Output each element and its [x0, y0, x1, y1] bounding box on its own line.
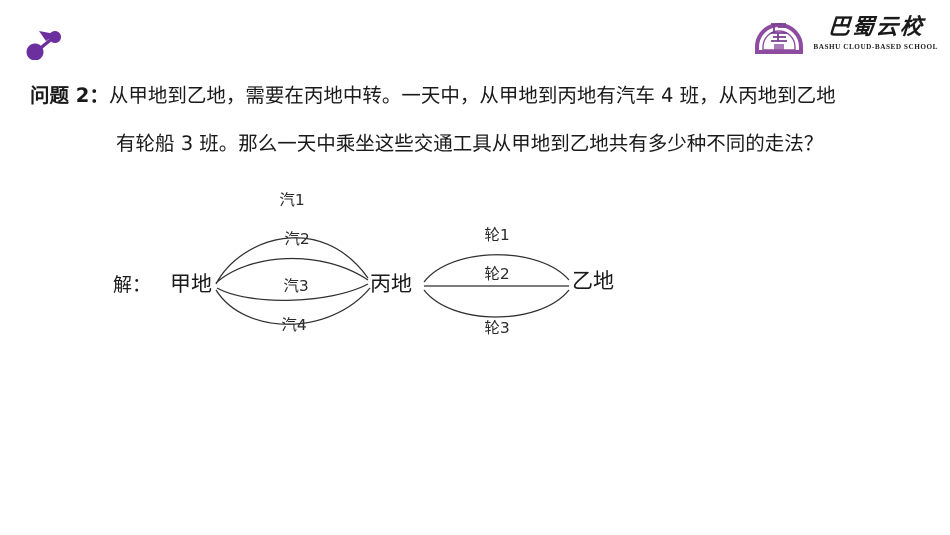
question-line-1: 问题 2：从甲地到乙地，需要在丙地中转。一天中，从甲地到丙地有汽车 4 班，从丙…: [30, 72, 930, 120]
edge-label-lun-1: 轮1: [484, 226, 509, 244]
question-block: 问题 2：从甲地到乙地，需要在丙地中转。一天中，从甲地到丙地有汽车 4 班，从丙…: [30, 72, 930, 168]
question-line-2: 有轮船 3 班。那么一天中乘坐这些交通工具从甲地到乙地共有多少种不同的走法？: [116, 132, 824, 155]
question-label: 问题 2：: [30, 84, 109, 107]
edge-label-qi-3: 汽3: [283, 277, 308, 295]
two-dot-connector-mark: [22, 18, 82, 61]
logo-chinese-name: 巴蜀云校: [826, 15, 925, 40]
edge-label-qi-1: 汽1: [279, 191, 304, 209]
bashu-circular-seal: [753, 7, 805, 59]
edge-lun-3: [423, 289, 570, 318]
edge-qi-4: [215, 287, 371, 325]
edge-qi-3: [216, 283, 369, 301]
edge-qi-2: [215, 257, 369, 284]
page-header: 巴蜀云校 BASHU CLOUD-BASED SCHOOL: [0, 0, 950, 66]
edge-qi-1: [215, 237, 369, 285]
question-line-1-text: 从甲地到乙地，需要在丙地中转。一天中，从甲地到丙地有汽车 4 班，从丙地到乙地: [108, 84, 836, 107]
edge-label-qi-4: 汽4: [281, 316, 306, 334]
node-label-yidi: 乙地: [572, 269, 614, 293]
edge-label-lun-3: 轮3: [484, 319, 509, 337]
node-label-bingdi: 丙地: [370, 272, 412, 296]
transfer-route-diagram: 解： 甲地 丙地 乙地 汽1 汽2 汽3 汽4 轮1 轮2 轮3: [0, 178, 950, 368]
edge-label-qi-2: 汽2: [284, 230, 309, 248]
logo-english-name: BASHU CLOUD-BASED SCHOOL: [813, 43, 938, 51]
edge-label-lun-2: 轮2: [484, 265, 509, 283]
school-logo: 巴蜀云校 BASHU CLOUD-BASED SCHOOL: [753, 6, 938, 60]
edge-lun-1: [423, 254, 570, 283]
node-label-jiadi: 甲地: [170, 272, 212, 296]
solution-prefix: 解：: [113, 274, 151, 296]
